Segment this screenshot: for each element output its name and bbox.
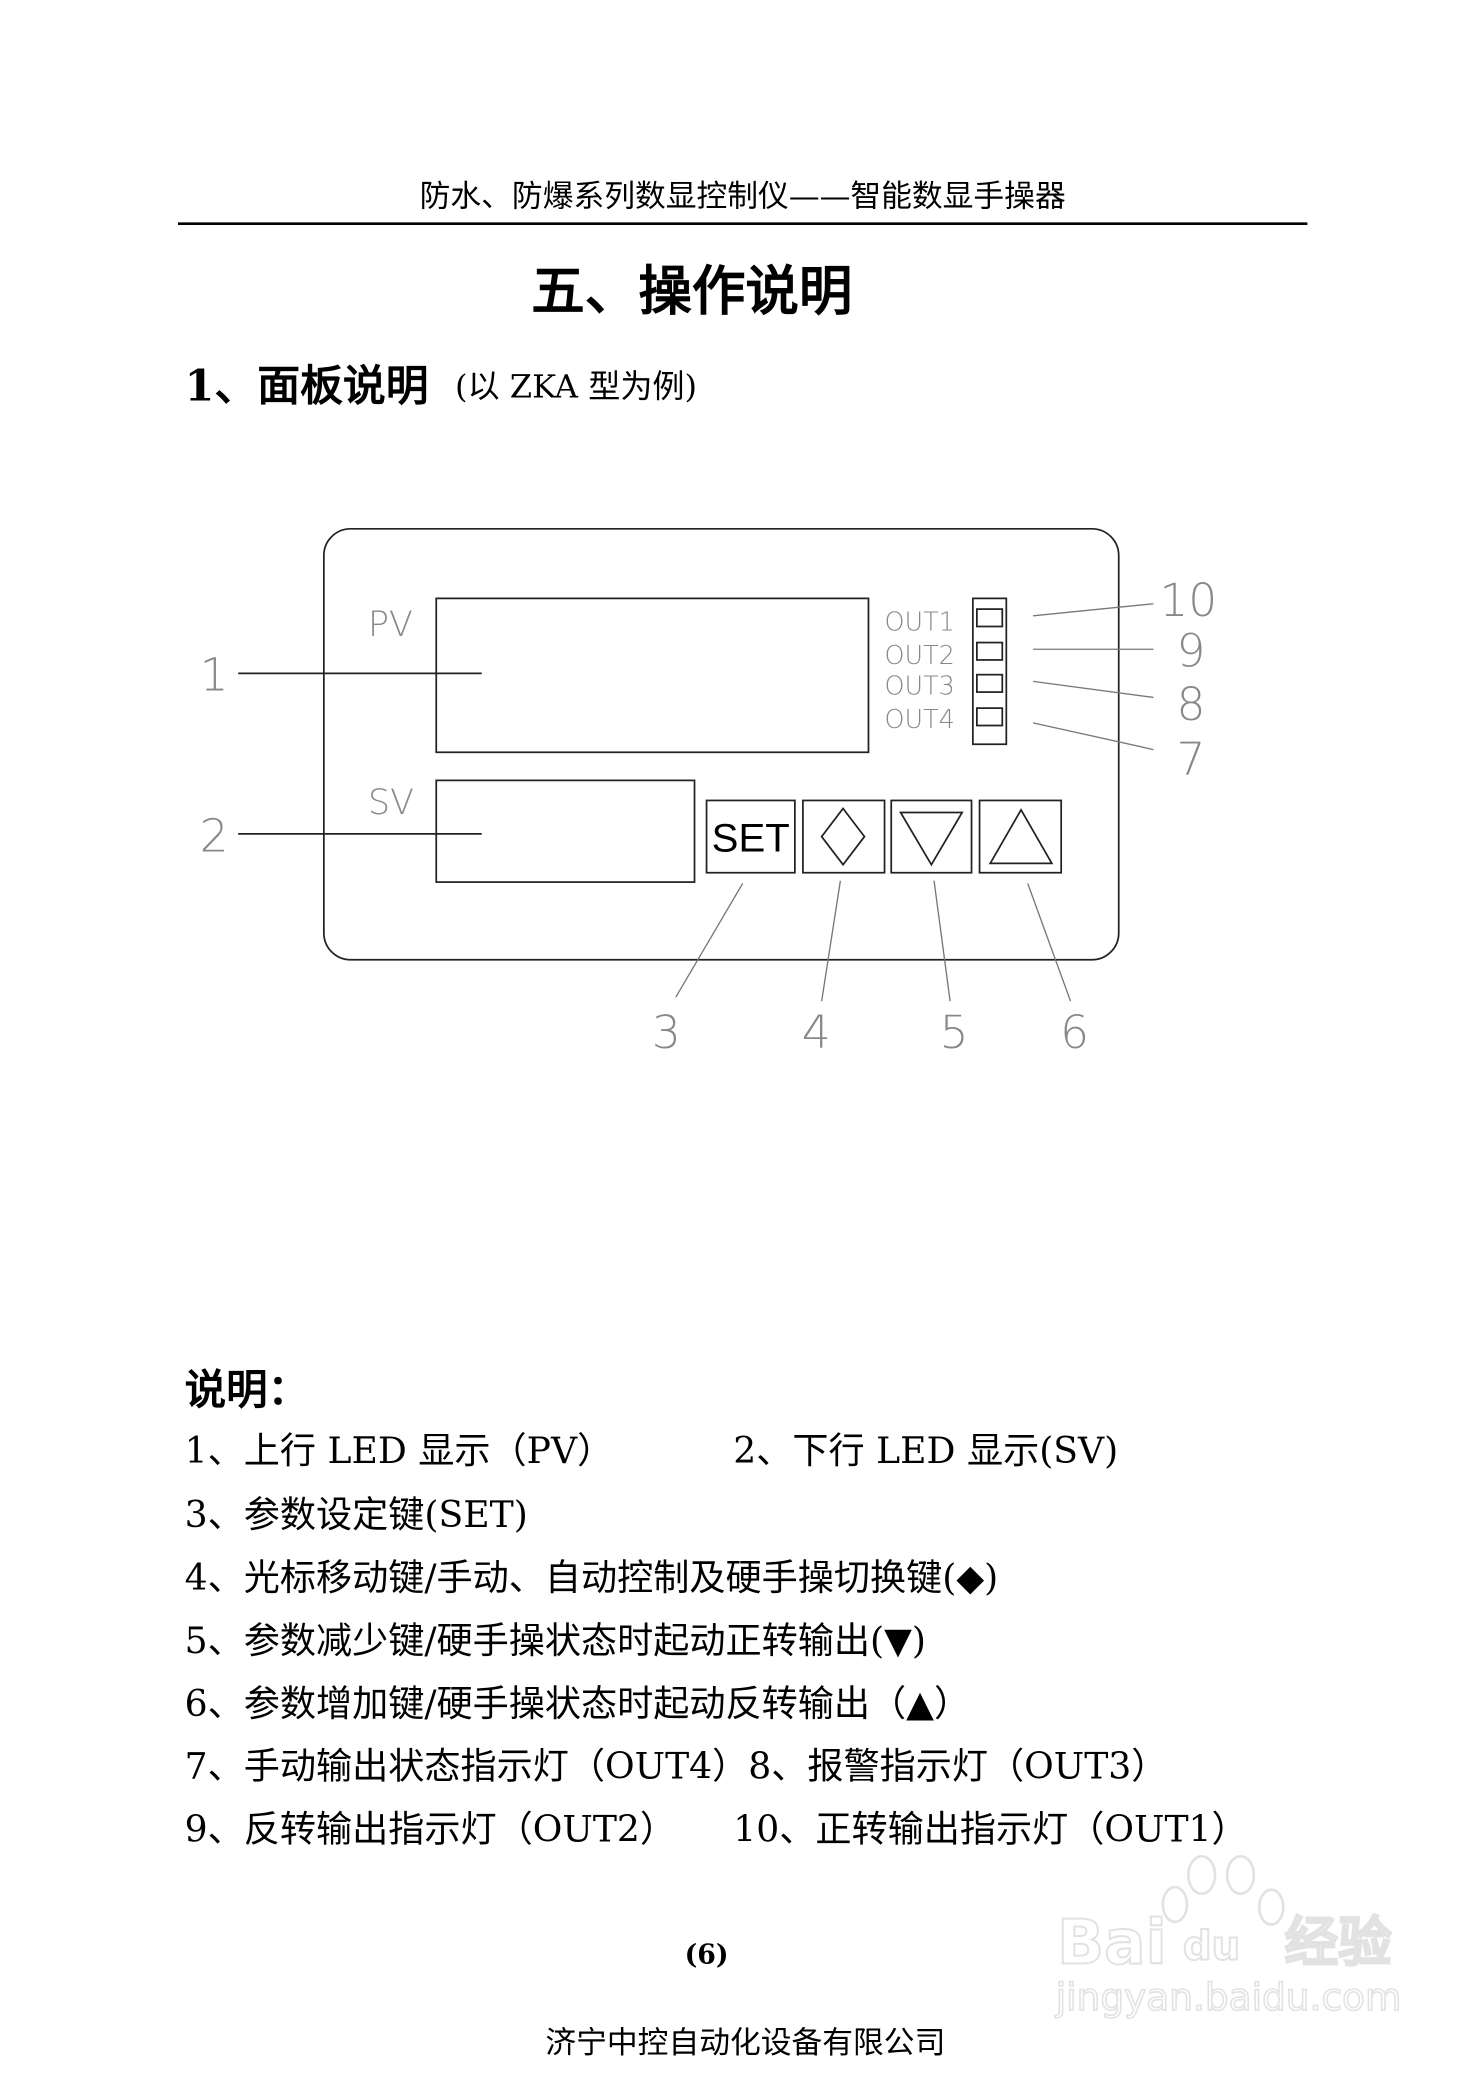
svg-text:Bai: Bai — [1057, 1906, 1167, 1978]
led-out2 — [976, 641, 1004, 661]
baidu-watermark: Bai du 经验 jingyan.baidu.com — [1054, 1854, 1402, 2020]
out1-label: OUT1 — [885, 607, 955, 637]
sv-label: SV — [368, 783, 414, 823]
pv-label: PV — [368, 605, 413, 645]
shift-button — [802, 799, 886, 874]
up-triangle-icon — [988, 808, 1054, 865]
callout-3: 3 — [652, 1006, 681, 1059]
callout-4: 4 — [802, 1006, 831, 1059]
subsection-title: 1、面板说明 — [185, 361, 429, 411]
paw-icon — [1161, 1854, 1285, 1926]
out3-label: OUT3 — [885, 671, 955, 701]
up-button — [978, 799, 1063, 874]
callout-6: 6 — [1060, 1006, 1089, 1059]
page-number: (6) — [685, 1939, 729, 1970]
led-out1 — [976, 608, 1004, 628]
note-item: 4、光标移动键/手动、自动控制及硬手操切换键(◆) — [185, 1556, 999, 1599]
notes-heading: 说明： — [185, 1365, 309, 1414]
diamond-icon — [820, 807, 866, 867]
down-triangle-icon — [899, 811, 964, 867]
note-item: 3、参数设定键(SET) — [185, 1493, 528, 1536]
callout-7: 7 — [1177, 733, 1206, 786]
note-item: 10、正转输出指示灯（OUT1） — [733, 1808, 1247, 1851]
note-item: 9、反转输出指示灯（OUT2） — [185, 1808, 676, 1851]
section-title: 五、操作说明 — [531, 259, 852, 322]
callout-9: 9 — [1177, 625, 1206, 678]
panel-diagram: PV SV OUT1 OUT2 OUT3 OUT4 SET — [200, 527, 1217, 1059]
set-button — [705, 799, 796, 874]
out4-label: OUT4 — [885, 704, 955, 734]
callout-1: 1 — [200, 649, 229, 702]
footer-company: 济宁中控自动化设备有限公司 — [545, 2025, 945, 2061]
led-out4 — [976, 707, 1004, 727]
note-item: 7、手动输出状态指示灯（OUT4）8、报警指示灯（OUT3） — [185, 1745, 1168, 1788]
svg-text:du: du — [1183, 1923, 1240, 1969]
notes-section: 说明： 1、上行 LED 显示（PV） 2、下行 LED 显示(SV) 3、参数… — [185, 1365, 1248, 1851]
out2-label: OUT2 — [885, 640, 955, 670]
note-item: 6、参数增加键/硬手操状态时起动反转输出（▲） — [185, 1682, 970, 1725]
panel-outline — [322, 527, 1120, 961]
callout-2: 2 — [200, 809, 229, 862]
down-button — [890, 799, 973, 874]
callout-8: 8 — [1177, 678, 1206, 731]
note-item: 5、参数减少键/硬手操状态时起动正转输出(▼) — [185, 1619, 926, 1662]
svg-text:jingyan.baidu.com: jingyan.baidu.com — [1055, 1975, 1402, 2019]
callout-lines — [238, 603, 1154, 1002]
header-title: 防水、防爆系列数显控制仪——智能数显手操器 — [420, 178, 1066, 214]
sv-display — [435, 779, 696, 883]
set-button-label: SET — [712, 815, 790, 860]
pv-display — [435, 597, 870, 754]
led-out3 — [976, 673, 1004, 693]
led-column — [971, 597, 1008, 746]
note-item: 1、上行 LED 显示（PV） — [185, 1429, 614, 1472]
callout-5: 5 — [940, 1006, 969, 1059]
svg-text:经验: 经验 — [1285, 1913, 1393, 1973]
note-item: 2、下行 LED 显示(SV) — [733, 1429, 1118, 1472]
subsection-note: (以 ZKA 型为例) — [455, 368, 697, 406]
callout-10: 10 — [1159, 574, 1217, 627]
